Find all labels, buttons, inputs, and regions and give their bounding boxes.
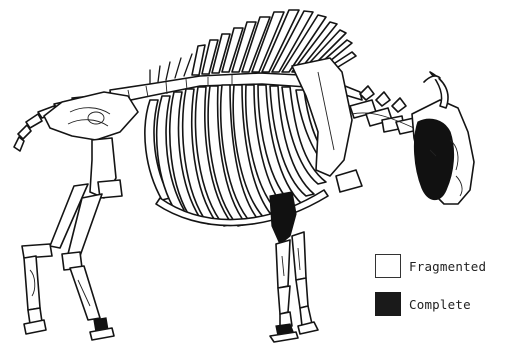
complete-swatch (375, 292, 401, 316)
fragmented-label: Fragmented (409, 259, 486, 274)
cervical-vertebrae (350, 86, 418, 134)
fragmented-swatch (375, 254, 401, 278)
hind-limbs (22, 138, 122, 340)
pelvis (44, 92, 138, 140)
complete-label: Complete (409, 297, 471, 312)
rib-cage (145, 85, 334, 226)
skull (412, 72, 474, 204)
legend-item-complete: Complete (375, 290, 520, 318)
legend-item-fragmented: Fragmented (375, 252, 520, 280)
legend: Fragmented Complete (375, 252, 520, 328)
